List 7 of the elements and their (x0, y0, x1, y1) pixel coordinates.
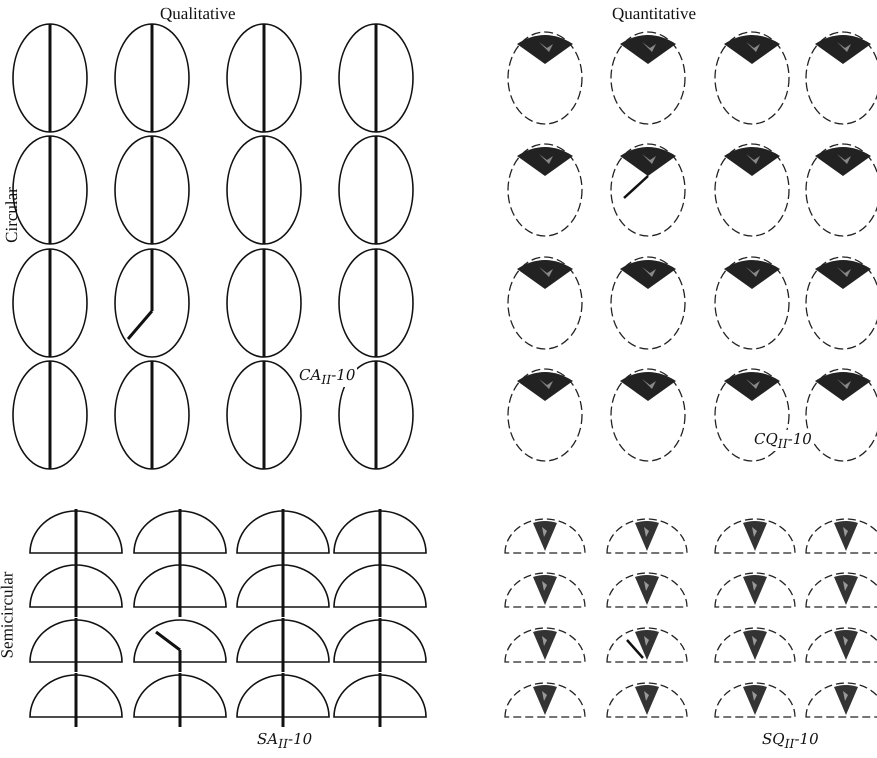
column-heading: Qualitative (160, 4, 236, 24)
set-label: SQ$_{II}$-10 (760, 730, 821, 751)
set-label: SA$_{II}$-10 (255, 730, 314, 751)
set-label: CA$_{II}$-10 (297, 366, 358, 387)
column-heading: Quantitative (612, 4, 696, 24)
set-label: CQ$_{II}$-10 (752, 430, 814, 451)
row-heading: Semicircular (0, 572, 18, 658)
